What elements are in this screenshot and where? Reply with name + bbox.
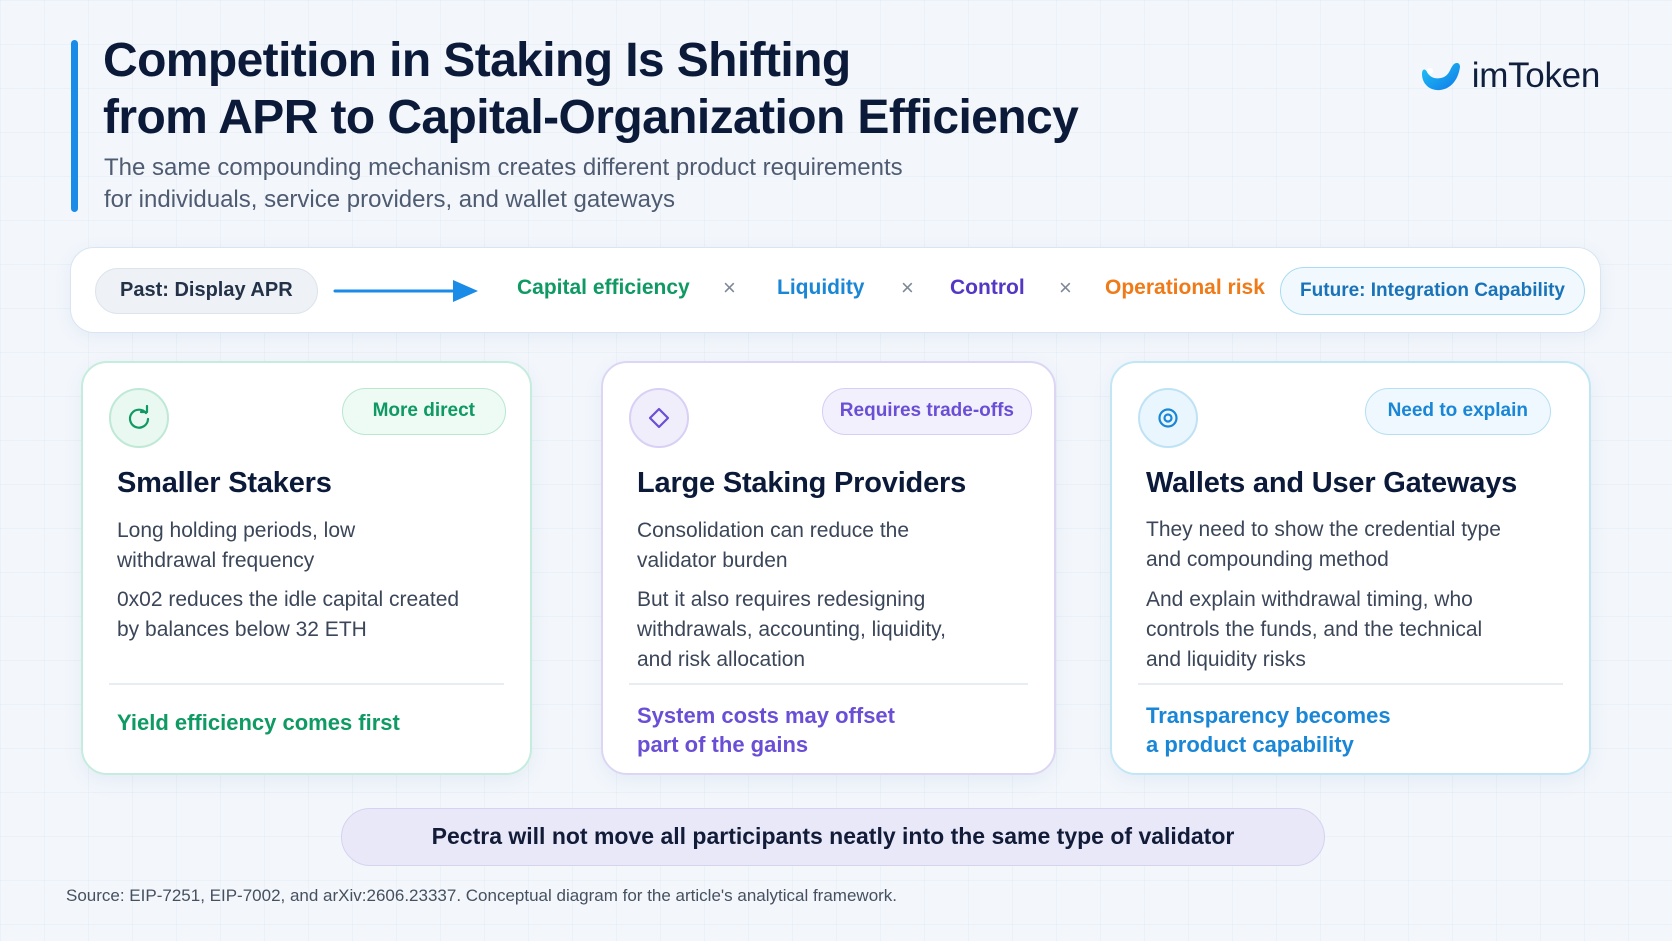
title-line-2: from APR to Capital-Organization Efficie… — [103, 91, 1079, 144]
page-title: Competition in Staking Is Shifting from … — [103, 32, 1253, 146]
page-subtitle: The same compounding mechanism creates d… — [104, 152, 1004, 216]
desc-line: And explain withdrawal timing, who — [1146, 588, 1473, 611]
title-line-1: Competition in Staking Is Shifting — [103, 34, 851, 87]
card-title-large-staking-providers: Large Staking Providers — [637, 467, 967, 499]
badge-need-to-explain: Need to explain — [1364, 388, 1551, 435]
factor-operational-risk: Operational risk — [1105, 276, 1265, 299]
desc-line: and compounding method — [1146, 548, 1389, 571]
takeaway-line: Yield efficiency comes first — [117, 710, 400, 735]
desc-line: and liquidity risks — [1146, 648, 1306, 671]
diamond-icon — [629, 388, 689, 448]
refresh-icon — [109, 388, 169, 448]
takeaway-line: a product capability — [1146, 732, 1354, 757]
card-divider — [1138, 683, 1563, 685]
target-icon — [1138, 388, 1198, 448]
source-note: Source: EIP-7251, EIP-7002, and arXiv:26… — [66, 886, 898, 905]
card-large-staking-providers: Requires trade-offs Large Staking Provid… — [601, 361, 1056, 775]
card-desc-2: But it also requires redesigning withdra… — [637, 585, 946, 675]
brand-logo: imToken — [1420, 56, 1600, 96]
flow-arrow-icon — [333, 280, 478, 302]
desc-line: Consolidation can reduce the — [637, 519, 910, 542]
times-sign-1: × — [723, 275, 736, 300]
desc-line: validator burden — [637, 549, 788, 572]
factor-liquidity: Liquidity — [777, 276, 865, 299]
subtitle-line-1: The same compounding mechanism creates d… — [104, 154, 903, 181]
future-integration-pill: Future: Integration Capability — [1280, 267, 1585, 315]
desc-line: But it also requires redesigning — [637, 588, 926, 611]
card-title-wallets-user-gateways: Wallets and User Gateways — [1146, 467, 1518, 499]
card-takeaway: System costs may offset part of the gain… — [637, 701, 895, 759]
past-apr-pill: Past: Display APR — [95, 268, 318, 314]
desc-line: Long holding periods, low — [117, 519, 356, 542]
card-desc-2: And explain withdrawal timing, who contr… — [1146, 585, 1482, 675]
flow-bar: Past: Display APR Capital efficiency × L… — [70, 247, 1601, 333]
takeaway-line: part of the gains — [637, 732, 809, 757]
card-title-smaller-stakers: Smaller Stakers — [117, 467, 332, 499]
card-wallets-user-gateways: Need to explain Wallets and User Gateway… — [1110, 361, 1591, 775]
desc-line: by balances below 32 ETH — [117, 618, 367, 641]
card-smaller-stakers: More direct Smaller Stakers Long holding… — [81, 361, 532, 775]
bottom-note: Pectra will not move all participants ne… — [341, 808, 1325, 866]
desc-line: withdrawals, accounting, liquidity, — [637, 618, 946, 641]
card-divider — [629, 683, 1028, 685]
badge-requires-trade-offs: Requires trade-offs — [821, 388, 1032, 435]
badge-more-direct: More direct — [341, 388, 506, 435]
card-desc-1: Long holding periods, low withdrawal fre… — [117, 516, 355, 576]
desc-line: withdrawal frequency — [117, 549, 315, 572]
desc-line: They need to show the credential type — [1146, 518, 1501, 541]
brand-name: imToken — [1471, 56, 1601, 95]
times-sign-2: × — [901, 275, 914, 300]
card-desc-2: 0x02 reduces the idle capital created by… — [117, 585, 459, 645]
factor-control: Control — [950, 276, 1025, 299]
desc-line: 0x02 reduces the idle capital created — [117, 588, 460, 611]
factor-capital-efficiency: Capital efficiency — [517, 276, 690, 299]
title-accent-bar — [71, 40, 78, 212]
desc-line: and risk allocation — [637, 648, 806, 671]
card-takeaway: Transparency becomes a product capabilit… — [1146, 701, 1391, 759]
card-takeaway: Yield efficiency comes first — [117, 708, 400, 737]
times-sign-3: × — [1059, 275, 1072, 300]
imtoken-logo-icon — [1421, 63, 1460, 91]
takeaway-line: System costs may offset — [637, 703, 895, 728]
card-divider — [109, 683, 504, 685]
takeaway-line: Transparency becomes — [1146, 703, 1391, 728]
subtitle-line-2: for individuals, service providers, and … — [104, 186, 675, 213]
card-desc-1: They need to show the credential type an… — [1146, 515, 1501, 575]
card-desc-1: Consolidation can reduce the validator b… — [637, 516, 909, 576]
desc-line: controls the funds, and the technical — [1146, 618, 1483, 641]
